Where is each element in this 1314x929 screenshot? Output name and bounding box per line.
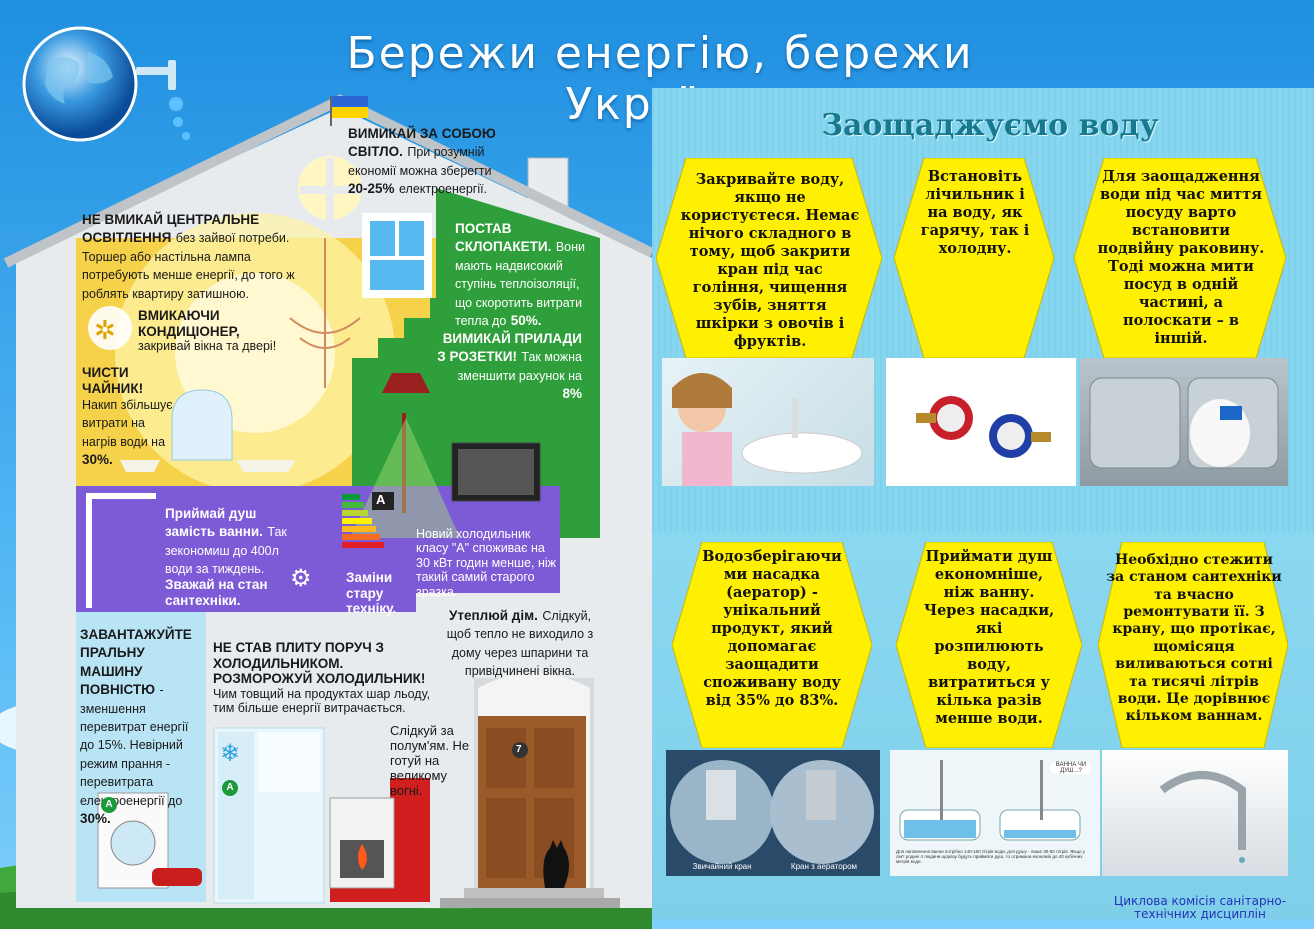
card-bg-1 xyxy=(656,158,882,358)
snowflake-icon: ❄ xyxy=(220,740,241,767)
tip-kettle-body: Накип збільшує витрати на нагрів води на xyxy=(82,398,173,449)
fan-icon: ✲ xyxy=(94,315,116,345)
tip-insulate-head: Утеплюй дім. xyxy=(448,608,538,623)
card-bg-2 xyxy=(894,158,1054,358)
faucet-icon: ⚙ xyxy=(290,565,312,592)
tip-central-light-head: НЕ ВМИКАЙ ЦЕНТРАЛЬНЕ ОСВІТЛЕННЯ xyxy=(82,212,260,246)
card-bg-6 xyxy=(1098,542,1288,748)
tip-plugs-body: Так можна зменшити рахунок на xyxy=(457,350,582,383)
energy-label-a: A xyxy=(376,492,386,507)
tip-washer-body: - зменшення перевитрат енергії до 15%. Н… xyxy=(80,683,189,808)
tip-plugs: ВИМИКАЙ ПРИЛАДИ З РОЗЕТКИ! Так можна зме… xyxy=(437,330,582,404)
ukraine-flag-icon xyxy=(332,96,368,118)
tip-light-off-value: 20-25% xyxy=(348,181,395,197)
tip-light-off-body: При розумній економії можна зберегти xyxy=(348,145,492,178)
tip-defrost-body: Чим товщий на продуктах шар льоду, тим б… xyxy=(213,686,431,715)
tip-stove-head: НЕ СТАВ ПЛИТУ ПОРУЧ З ХОЛОДИЛЬНИКОМ. xyxy=(213,640,384,671)
tip-central-light: НЕ ВМИКАЙ ЦЕНТРАЛЬНЕ ОСВІТЛЕННЯ без зайв… xyxy=(82,211,312,303)
water-card-6: Необхідно стежити за станом сантехніки т… xyxy=(1106,552,1282,725)
aerator-caption-plain: Звичайний кран xyxy=(692,862,752,871)
water-card-3: Для заощадження води під час миття посуд… xyxy=(1097,168,1265,347)
tip-central-light-body: без зайвої потреби. Торшер або настільна… xyxy=(82,231,295,301)
fridge-energy-badge: A xyxy=(222,780,238,796)
tip-plumbing: Зважай на стан сантехніки. xyxy=(165,577,268,608)
washer-energy-badge: A xyxy=(101,797,117,813)
tip-plugs-value: 8% xyxy=(562,386,582,402)
photo-child-brushing xyxy=(662,358,874,486)
photo-aerator: Звичайний кран Кран з аератором xyxy=(666,750,880,876)
water-card-2: Встановіть лічильник і на воду, як гаряч… xyxy=(920,168,1030,257)
tip-light-off: ВИМИКАЙ ЗА СОБОЮ СВІТЛО. При розумній ек… xyxy=(348,125,513,199)
tip-ac-head: ВМИКАЮЧИ КОНДИЦІОНЕР, xyxy=(138,308,240,339)
page-title: Бережи енергію, бережи Україну xyxy=(346,28,974,130)
card-bg-3 xyxy=(1074,158,1286,358)
tip-ac-body: закривай вікна та двері! xyxy=(138,339,277,354)
tip-kettle-head: ЧИСТИ ЧАЙНИК! xyxy=(82,365,144,396)
tip-defrost-head: РОЗМОРОЖУЙ ХОЛОДИЛЬНИК! xyxy=(213,671,426,687)
tip-washer-value: 30%. xyxy=(80,810,111,826)
door-number: 7 xyxy=(516,744,522,755)
water-card-4: Водозберігаючи ми насадка (аератор) - ун… xyxy=(702,548,842,709)
tip-shower-head: Приймай душ замість ванни. xyxy=(165,506,263,540)
card-bg-4 xyxy=(672,542,872,748)
house-illustration xyxy=(0,94,652,929)
tip-windows: ПОСТАВ СКЛОПАКЕТИ. Вони мають надвисокий… xyxy=(455,220,585,330)
bath-caption: Для наповнення ванни потрібно 140-160 лі… xyxy=(896,849,1085,864)
tip-kettle-value: 30%. xyxy=(82,452,113,468)
tip-insulate-body: Слідкуй, щоб тепло не виходило з дому че… xyxy=(446,609,594,679)
tip-ac: ВМИКАЮЧИ КОНДИЦІОНЕР, закривай вікна та … xyxy=(138,308,288,353)
photo-water-meters xyxy=(886,358,1076,486)
tip-windows-value: 50%. xyxy=(510,312,542,328)
photo-double-sink xyxy=(1080,358,1288,486)
card-bg-5 xyxy=(896,542,1082,748)
tip-washer-head: ЗАВАНТАЖУЙТЕ ПРАЛЬНУ МАШИНУ ПОВНІСТЮ xyxy=(80,627,192,698)
tip-light-off-tail: електроенергії. xyxy=(399,182,488,197)
tip-plugs-head: ВИМИКАЙ ПРИЛАДИ З РОЗЕТКИ! xyxy=(437,331,582,365)
tip-stove: НЕ СТАВ ПЛИТУ ПОРУЧ З ХОЛОДИЛЬНИКОМ. РОЗ… xyxy=(213,640,433,715)
tip-light-off-head: ВИМИКАЙ ЗА СОБОЮ СВІТЛО. xyxy=(348,126,496,160)
water-card-5: Приймати душ економніше, ніж ванну. Чере… xyxy=(923,548,1055,727)
aerator-caption-fitted: Кран з аератором xyxy=(790,862,858,871)
tip-washer: ЗАВАНТАЖУЙТЕ ПРАЛЬНУ МАШИНУ ПОВНІСТЮ - з… xyxy=(80,626,200,828)
photo-leaking-tap xyxy=(1102,750,1288,876)
tip-flame: Слідкуй за полум'ям. Не готуй на великом… xyxy=(390,723,470,798)
tip-windows-body: Вони мають надвисокий ступінь теплоізоля… xyxy=(455,240,585,328)
tip-windows-head: ПОСТАВ СКЛОПАКЕТИ. xyxy=(455,221,552,255)
bath-bubble: ВАННА ЧИ ДУШ...? xyxy=(1050,762,1092,774)
tip-fridge-class: Новий холодильник класу "А" споживає на … xyxy=(416,527,556,599)
tip-kettle: ЧИСТИ ЧАЙНИК! Накип збільшує витрати на … xyxy=(82,365,174,470)
water-card-1: Закривайте воду, якщо не користуєтеся. Н… xyxy=(680,171,860,350)
footer-credit: Циклова комісія санітарно-технічних дисц… xyxy=(1113,894,1287,921)
photo-bath-vs-shower: ВАННА ЧИ ДУШ...? Для наповнення ванни по… xyxy=(890,750,1100,876)
globe-logo xyxy=(18,22,198,142)
water-title: Заощаджуємо воду xyxy=(821,108,1159,143)
tip-insulate: Утеплюй дім. Слідкуй, щоб тепло не виход… xyxy=(440,607,600,681)
tip-shower: Приймай душ замість ванни. Так зекономиш… xyxy=(165,505,305,579)
tip-replace: Заміни стару техніку. xyxy=(346,570,397,617)
tip-shower-body: Так зекономиш до 400л води за тиждень. xyxy=(165,525,287,577)
